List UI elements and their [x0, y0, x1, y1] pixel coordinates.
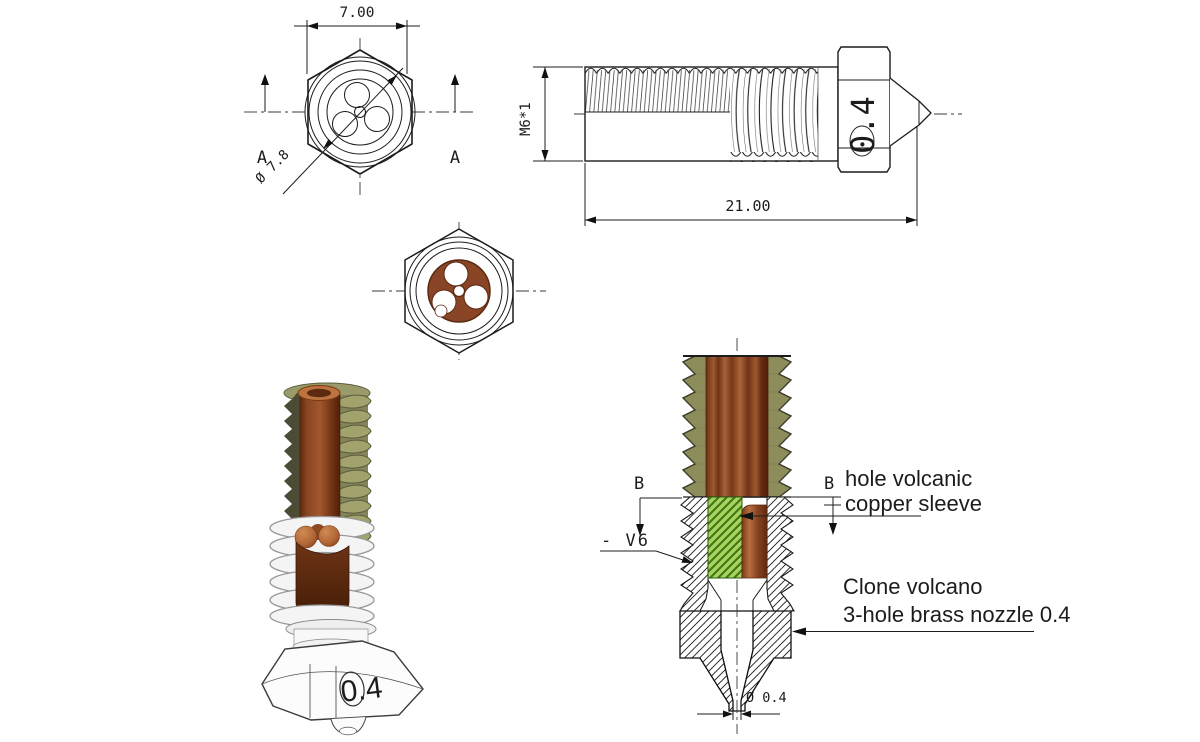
section-marker-a-right: A — [450, 148, 460, 168]
thread-bottom-scallops — [730, 152, 818, 162]
render-hex-marking: 0.4 — [339, 671, 384, 709]
hex-section-block — [679, 610, 792, 712]
thread-note: - V6 — [601, 531, 650, 551]
circle-2 — [308, 60, 412, 164]
circle-4 — [326, 78, 394, 146]
cut-face-dark — [284, 393, 301, 548]
hole-lower-left — [332, 111, 358, 137]
thread-spec-dimension: M6*1 — [518, 102, 534, 136]
thread-section-left — [679, 496, 709, 612]
section-view-drawing: Ø 0.4 B B - V6 hole volcanic copper slee… — [600, 338, 1070, 734]
copper-sleeve-lower — [741, 504, 768, 579]
circle-outer — [304, 56, 416, 168]
thread-lines-right — [730, 69, 818, 152]
copper-sleeve-upper — [705, 355, 769, 498]
section-marker-a-left: A — [257, 148, 267, 168]
callout-sleeve-line1: hole volcanic — [845, 466, 972, 491]
copper-ball-left — [294, 525, 318, 549]
section-marker-b-right: B — [824, 474, 834, 494]
top-view-drawing: 7.00 A A Ø 7.8 — [244, 5, 476, 196]
copper-ball-right — [318, 525, 340, 547]
nozzle-cone — [889, 77, 932, 147]
marking-oval — [849, 125, 875, 157]
hole-top — [443, 261, 469, 287]
thread-section-right — [766, 496, 795, 612]
diameter-leader-line — [282, 67, 404, 195]
callout-product-line1: Clone volcano — [843, 574, 982, 599]
length-dimension: 21.00 — [725, 197, 770, 215]
green-hatched-insert — [707, 496, 743, 579]
side-view-drawing: 0.4 M6*1 21.00 — [518, 46, 962, 226]
hex-outline — [307, 49, 413, 175]
callout-sleeve-line2: copper sleeve — [845, 491, 982, 516]
circle-3 — [317, 69, 403, 155]
section-marker-b-left: B — [634, 474, 644, 494]
hole-center — [354, 106, 366, 118]
hole-right — [364, 106, 390, 132]
bottom-view-drawing — [372, 222, 546, 360]
hole-right — [463, 284, 489, 310]
thread-lines-left — [585, 70, 730, 112]
top-width-dimension: 7.00 — [340, 5, 375, 21]
render-3d-view: 0.4 — [261, 382, 424, 736]
marking-oval — [339, 671, 365, 707]
side-hex-marking: 0.4 — [844, 96, 882, 154]
callout-product-line2: 3-hole brass nozzle 0.4 — [843, 602, 1070, 627]
orifice-dimension: Ø 0.4 — [746, 690, 787, 706]
hex-head — [837, 46, 891, 173]
hole-center — [452, 284, 466, 298]
